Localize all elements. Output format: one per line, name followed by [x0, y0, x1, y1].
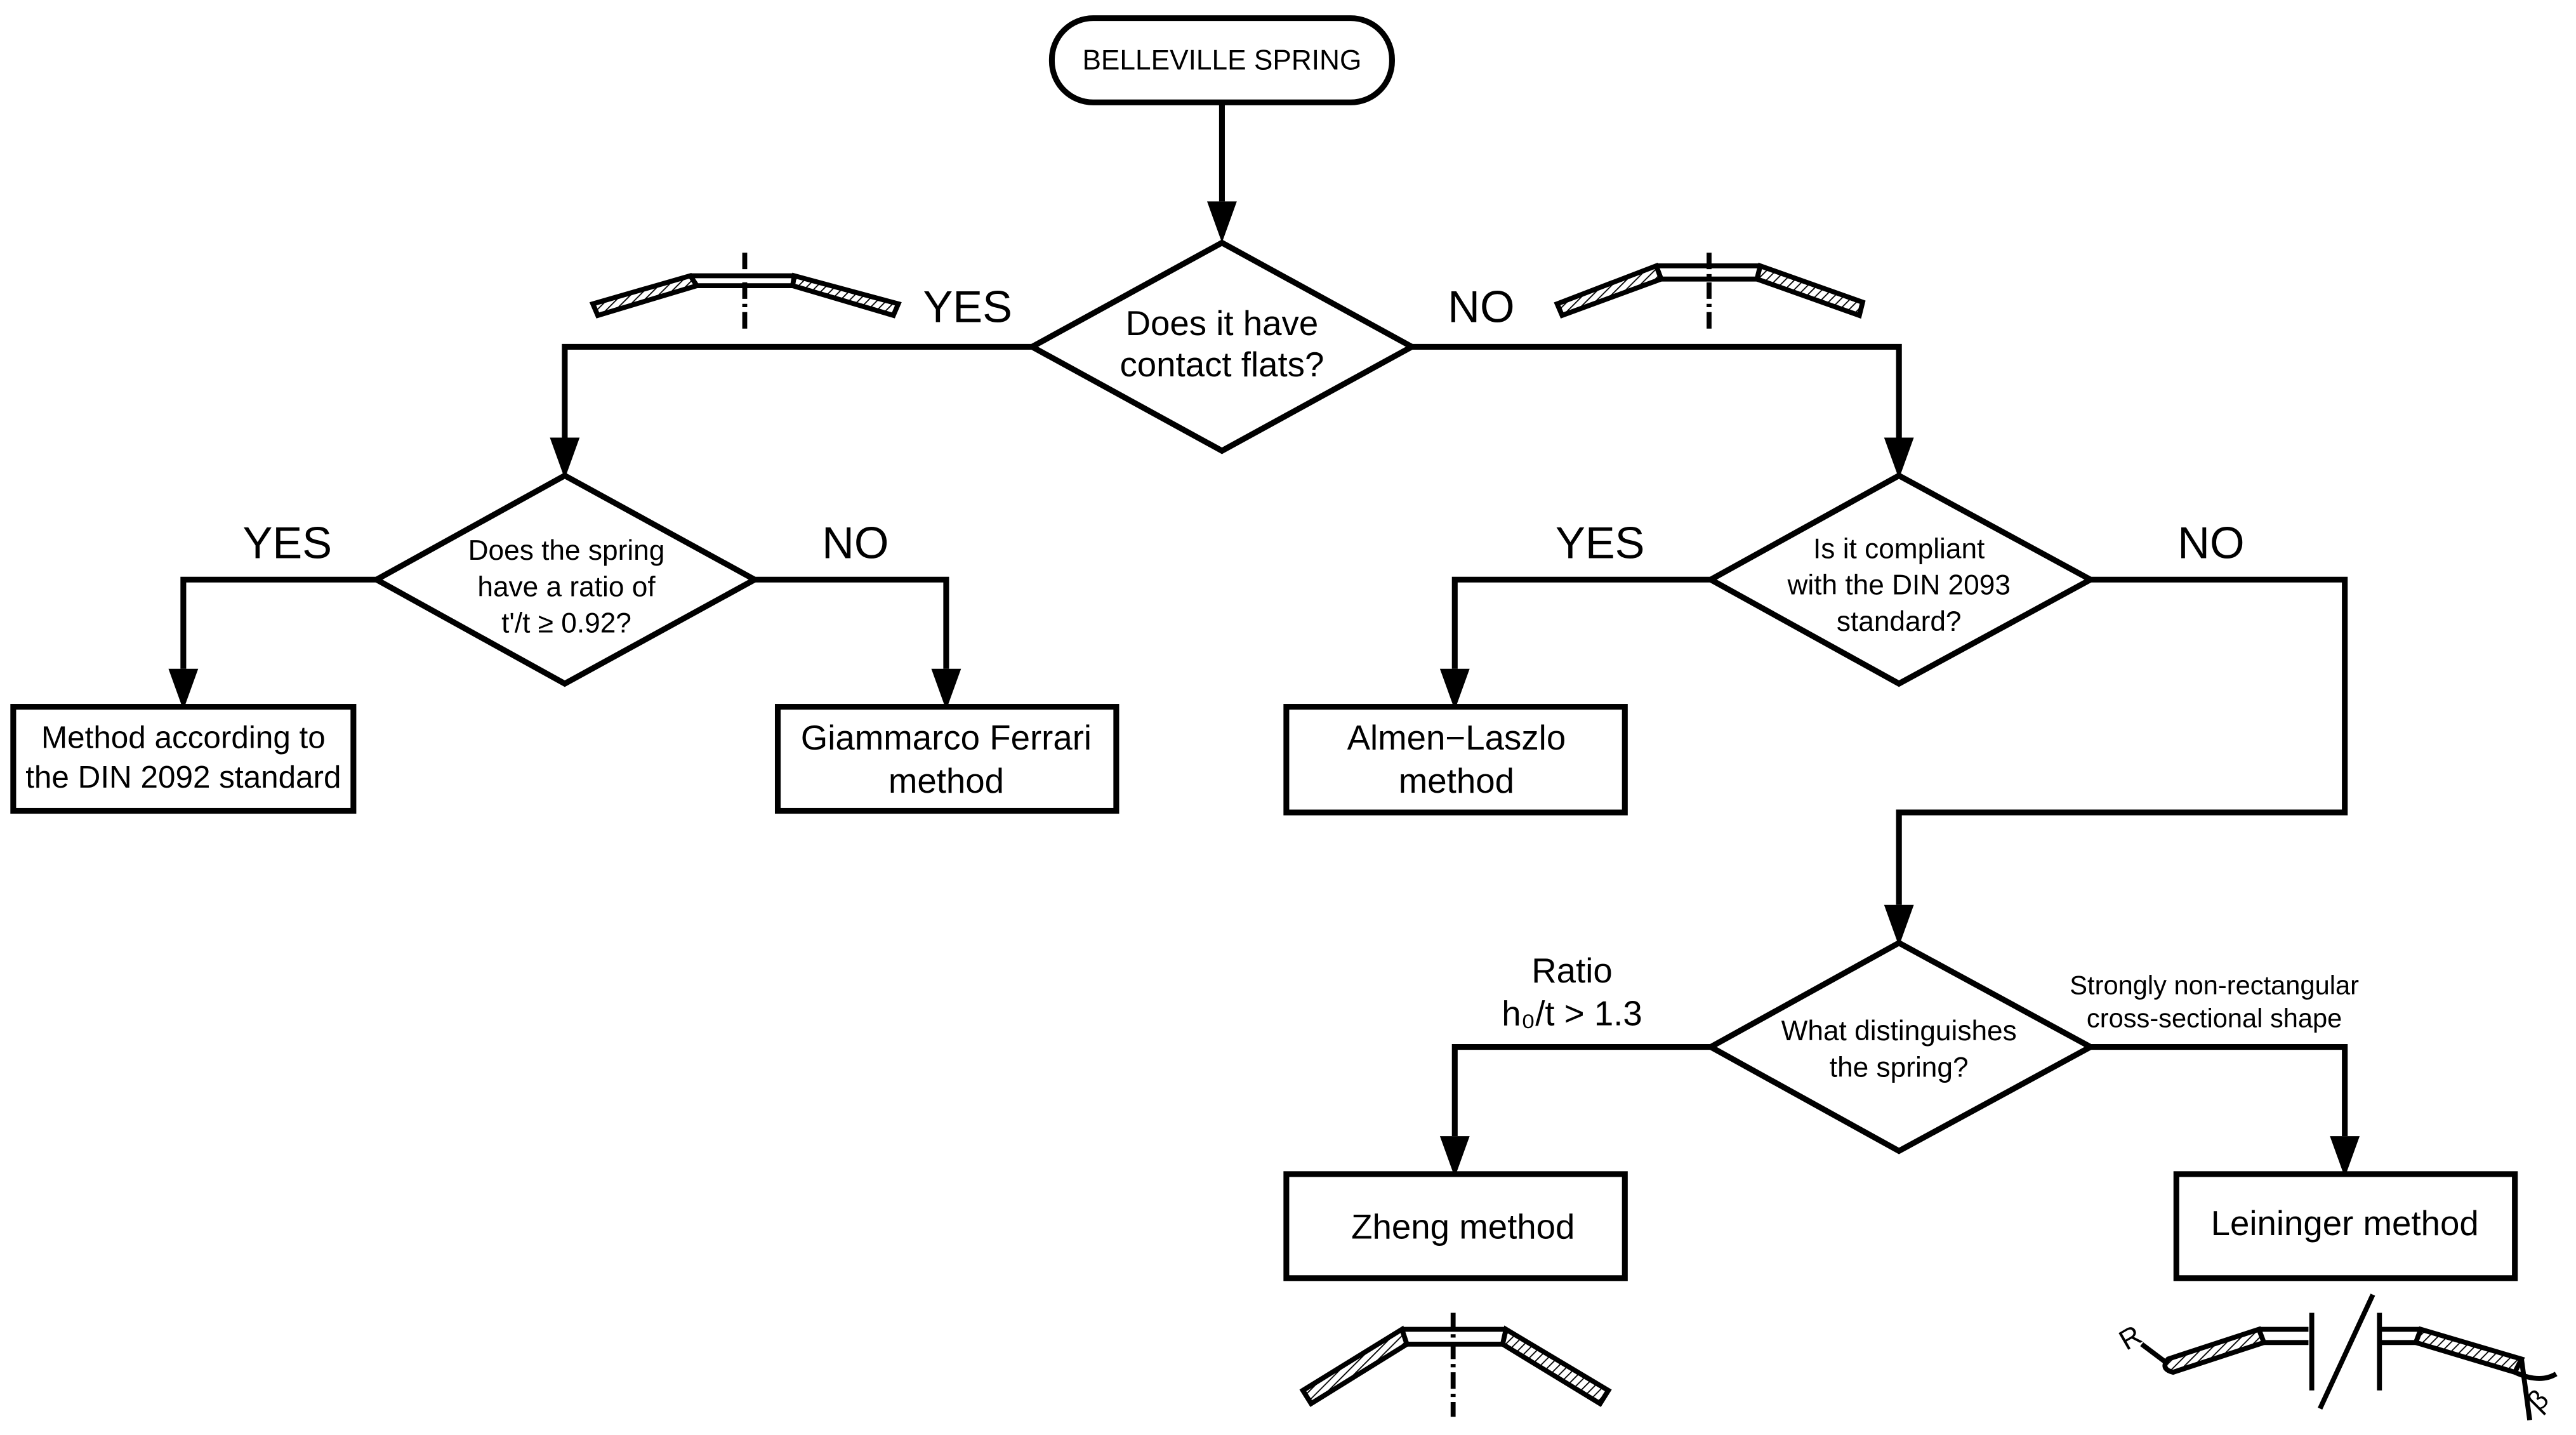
decision-ratio-line-1: Does the spring: [468, 535, 665, 566]
decision-contact-flats-line-2: contact flats?: [1120, 345, 1324, 384]
decision-ratio-line-3: t'/t ≥ 0.92?: [501, 608, 631, 639]
label-right-no: NO: [2177, 517, 2244, 567]
decision-din2093-line-1: Is it compliant: [1813, 533, 1985, 564]
method-din2092: Method according to the DIN 2092 standar…: [10, 704, 357, 814]
label-ratio-value: h₀/t > 1.3: [1502, 995, 1642, 1033]
label-ratio-title: Ratio: [1531, 951, 1613, 990]
label-top-no: NO: [1448, 281, 1514, 331]
method-almen-line-1: Almen−Laszlo: [1347, 718, 1566, 757]
method-zheng: Zheng method: [1283, 1171, 1628, 1281]
start-label: BELLEVILLE SPRING: [1082, 44, 1361, 76]
label-left-yes: YES: [243, 517, 333, 567]
decision-contact-flats: Does it have contact flats?: [1026, 239, 1418, 454]
label-right-yes: YES: [1556, 517, 1645, 567]
connectors: [168, 102, 2360, 1178]
decision-din2093-line-2: with the DIN 2093: [1787, 570, 2010, 601]
method-din2092-line-1: Method according to: [41, 720, 326, 755]
decision-din2093: Is it compliant with the DIN 2093 standa…: [1705, 472, 2097, 687]
decision-distinguish-line-2: the spring?: [1830, 1052, 1969, 1083]
spring-section-zheng: [1299, 1313, 1612, 1417]
method-almen-laszlo: Almen−Laszlo method: [1283, 704, 1628, 816]
decision-din2093-line-3: standard?: [1837, 606, 1962, 637]
method-zheng-line-1: Zheng method: [1351, 1207, 1575, 1246]
method-din2092-line-2: the DIN 2092 standard: [25, 760, 341, 795]
start-terminal: BELLEVILLE SPRING: [1048, 15, 1395, 105]
method-almen-line-2: method: [1399, 762, 1514, 800]
label-shape-line-2: cross-sectional shape: [2087, 1003, 2342, 1033]
decision-contact-flats-line-1: Does it have: [1126, 304, 1319, 343]
method-ferrari-line-2: method: [888, 762, 1004, 800]
spring-section-without-flats: [1554, 253, 1866, 332]
label-left-no: NO: [822, 517, 888, 567]
method-leininger: Leininger method: [2173, 1171, 2518, 1281]
decision-ratio: Does the spring have a ratio of t'/t ≥ 0…: [370, 472, 761, 687]
method-ferrari-line-1: Giammarco Ferrari: [801, 718, 1092, 757]
method-ferrari: Giammarco Ferrari method: [774, 704, 1120, 814]
decision-distinguish-line-1: What distinguishes: [1781, 1015, 2017, 1047]
spring-section-with-flats: [589, 253, 902, 332]
label-shape-line-1: Strongly non-rectangular: [2070, 970, 2359, 1000]
label-top-yes: YES: [923, 281, 1012, 331]
branch-labels: YES NO YES NO YES NO Ratio h₀/t > 1.3 St…: [243, 281, 2360, 1033]
method-leininger-line-1: Leininger method: [2211, 1204, 2479, 1243]
annotation-radius: R: [2114, 1319, 2147, 1356]
decision-ratio-line-2: have a ratio of: [477, 571, 656, 602]
decision-distinguish: What distinguishes the spring?: [1705, 939, 2097, 1154]
spring-section-leininger: R β: [2114, 1293, 2558, 1421]
